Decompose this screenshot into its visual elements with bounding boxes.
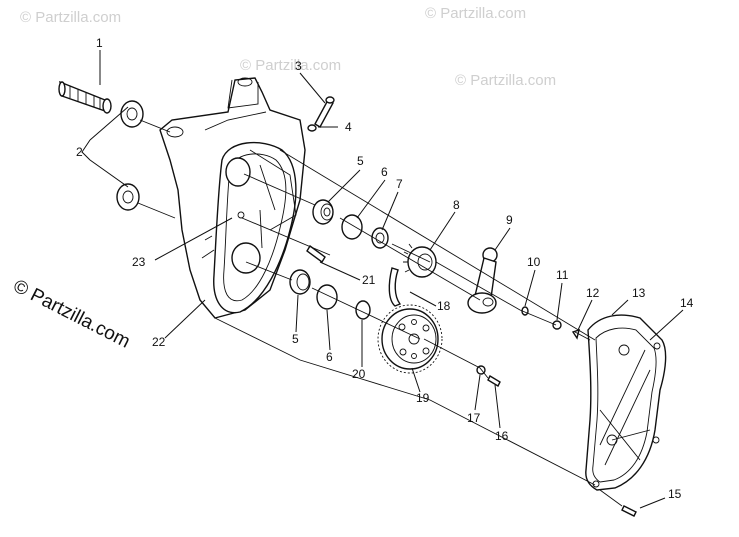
callout-20: 20 — [352, 367, 366, 381]
callout-8: 8 — [453, 198, 460, 212]
callout-6-lower: 6 — [326, 350, 333, 364]
part-2-seal-upper — [120, 100, 144, 128]
callout-13: 13 — [632, 286, 646, 300]
callout-1: 1 — [96, 36, 103, 50]
part-3-bolt — [314, 96, 335, 128]
part-6-ring-upper — [341, 214, 363, 240]
drive-chain — [388, 267, 402, 307]
callout-14: 14 — [680, 296, 694, 310]
callout-21: 21 — [362, 273, 376, 287]
chaincase-housing — [159, 77, 306, 319]
callout-labels: 1 2 3 4 5 6 7 8 9 10 11 12 13 14 15 16 1… — [76, 36, 694, 501]
callout-leaders — [81, 50, 684, 509]
watermark-top-left: © Partzilla.com — [20, 9, 121, 26]
part-16-bolt — [487, 375, 501, 387]
part-4-nut — [307, 124, 317, 132]
callout-11: 11 — [556, 268, 569, 282]
part-6-ring-lower — [316, 284, 338, 310]
callout-15: 15 — [668, 487, 682, 501]
callout-19: 19 — [416, 391, 430, 405]
watermark-top-center: © Partzilla.com — [240, 57, 341, 74]
part-7-washer — [371, 227, 389, 249]
callout-3: 3 — [295, 59, 302, 73]
callout-7: 7 — [396, 177, 403, 191]
callout-22: 22 — [152, 335, 166, 349]
callout-2: 2 — [76, 145, 83, 159]
callout-10: 10 — [527, 255, 541, 269]
watermark-side: © Partzilla.com — [10, 276, 134, 353]
watermark-top-right: © Partzilla.com — [425, 5, 526, 22]
part-21-dowel — [306, 244, 326, 264]
callout-18: 18 — [437, 299, 451, 313]
callout-4: 4 — [345, 120, 352, 134]
part-15-bolt — [621, 505, 637, 517]
part-2-seal-lower — [116, 183, 140, 211]
part-19-large-sprocket — [377, 304, 443, 374]
part-5-bearing-upper — [312, 199, 334, 225]
part-14-cover — [585, 314, 667, 491]
part-20-snap-ring — [355, 300, 371, 320]
part-9-tensioner-arm — [467, 247, 498, 314]
part-11-nut — [552, 320, 562, 330]
callout-5-upper: 5 — [357, 154, 364, 168]
callout-23: 23 — [132, 255, 146, 269]
callout-5-lower: 5 — [292, 332, 299, 346]
callout-17: 17 — [467, 411, 481, 425]
callout-9: 9 — [506, 213, 513, 227]
callout-12: 12 — [586, 286, 600, 300]
part-5-bearing-lower — [289, 269, 311, 295]
watermark-mid: © Partzilla.com — [455, 72, 556, 89]
part-1-shaft — [58, 80, 112, 114]
callout-16: 16 — [495, 429, 509, 443]
callout-6-upper: 6 — [381, 165, 388, 179]
assembly-axis-lines — [137, 119, 623, 507]
